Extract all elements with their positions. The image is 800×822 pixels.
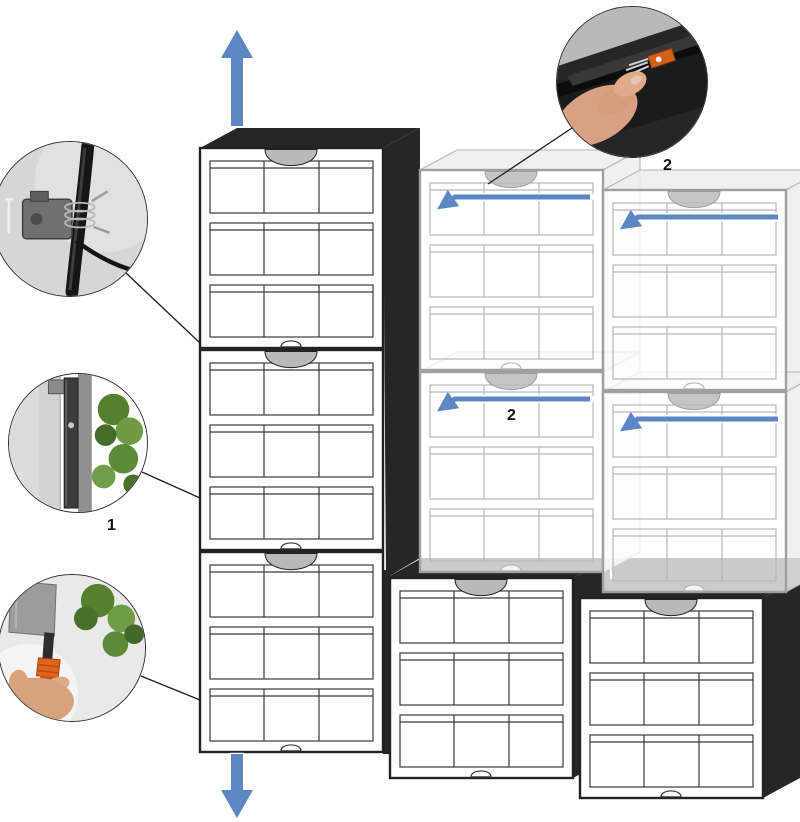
water-flow-left-arrow: [620, 209, 778, 230]
wall-side-profile-photo: [8, 373, 148, 513]
tube-clamp-illustration: [0, 142, 147, 296]
leader-line: [141, 471, 201, 499]
foliage: [91, 393, 144, 495]
leader-line: [487, 127, 573, 185]
hose-connector-illustration: [0, 575, 145, 721]
module-grid-ghost: [418, 149, 800, 594]
planting-module: [198, 550, 385, 754]
side-profile-illustration: [9, 374, 147, 512]
planting-module: [388, 576, 575, 780]
water-flow-left-arrow: [437, 391, 590, 412]
hose-quick-connector-photo: [0, 574, 146, 722]
leader-lines: [125, 127, 573, 701]
planting-module: [578, 596, 765, 800]
callout-label-1: 1: [107, 517, 116, 534]
water-flow-left-arrow: [437, 189, 590, 210]
drip-connector-install-photo: [556, 6, 708, 158]
leader-line: [125, 272, 201, 344]
leader-line: [140, 675, 201, 701]
irrigation-tube-clamp-photo: [0, 141, 148, 297]
planting-module: [198, 348, 385, 552]
drip-connector-illustration: [557, 7, 707, 157]
water-flow-up-arrow: [218, 27, 256, 128]
planting-module: [198, 146, 385, 350]
water-drain-down-arrow: [218, 752, 256, 821]
foliage: [73, 583, 145, 657]
water-flow-left-arrow: [620, 411, 778, 432]
water-flow-arrows: [437, 189, 783, 433]
callout-label-2-top: 2: [663, 157, 672, 174]
callout-label-2-mid: 2: [507, 407, 516, 424]
